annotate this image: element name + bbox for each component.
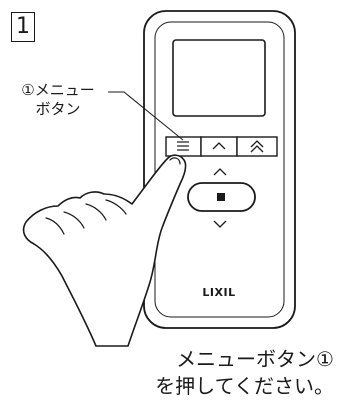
center-up-icon[interactable] <box>213 168 227 176</box>
menu-button-callout: ①メニュー ボタン <box>8 81 108 119</box>
double-chevron-up-icon <box>250 140 264 153</box>
chevron-up-icon <box>212 142 226 150</box>
hand-illustration <box>22 154 187 347</box>
top-button-row <box>165 136 278 157</box>
callout-line-2: ボタン <box>35 100 81 118</box>
remote-inner-frame <box>154 21 285 318</box>
menu-icon <box>177 141 189 151</box>
center-down-icon[interactable] <box>213 220 227 228</box>
callout-leader-line <box>108 91 184 141</box>
stop-square-icon <box>217 193 225 201</box>
brand-logo: LIXIL <box>202 286 235 299</box>
step-number: 1 <box>16 14 30 39</box>
up-button[interactable] <box>200 136 238 157</box>
caption-line-1: メニューボタン① <box>176 347 334 371</box>
caption-line-2: を押してください。 <box>155 374 334 398</box>
callout-line-1: ①メニュー <box>21 81 95 99</box>
step-number-box: 1 <box>11 12 35 42</box>
remote-screen <box>172 39 266 117</box>
instruction-caption: メニューボタン① を押してください。 <box>144 346 334 400</box>
